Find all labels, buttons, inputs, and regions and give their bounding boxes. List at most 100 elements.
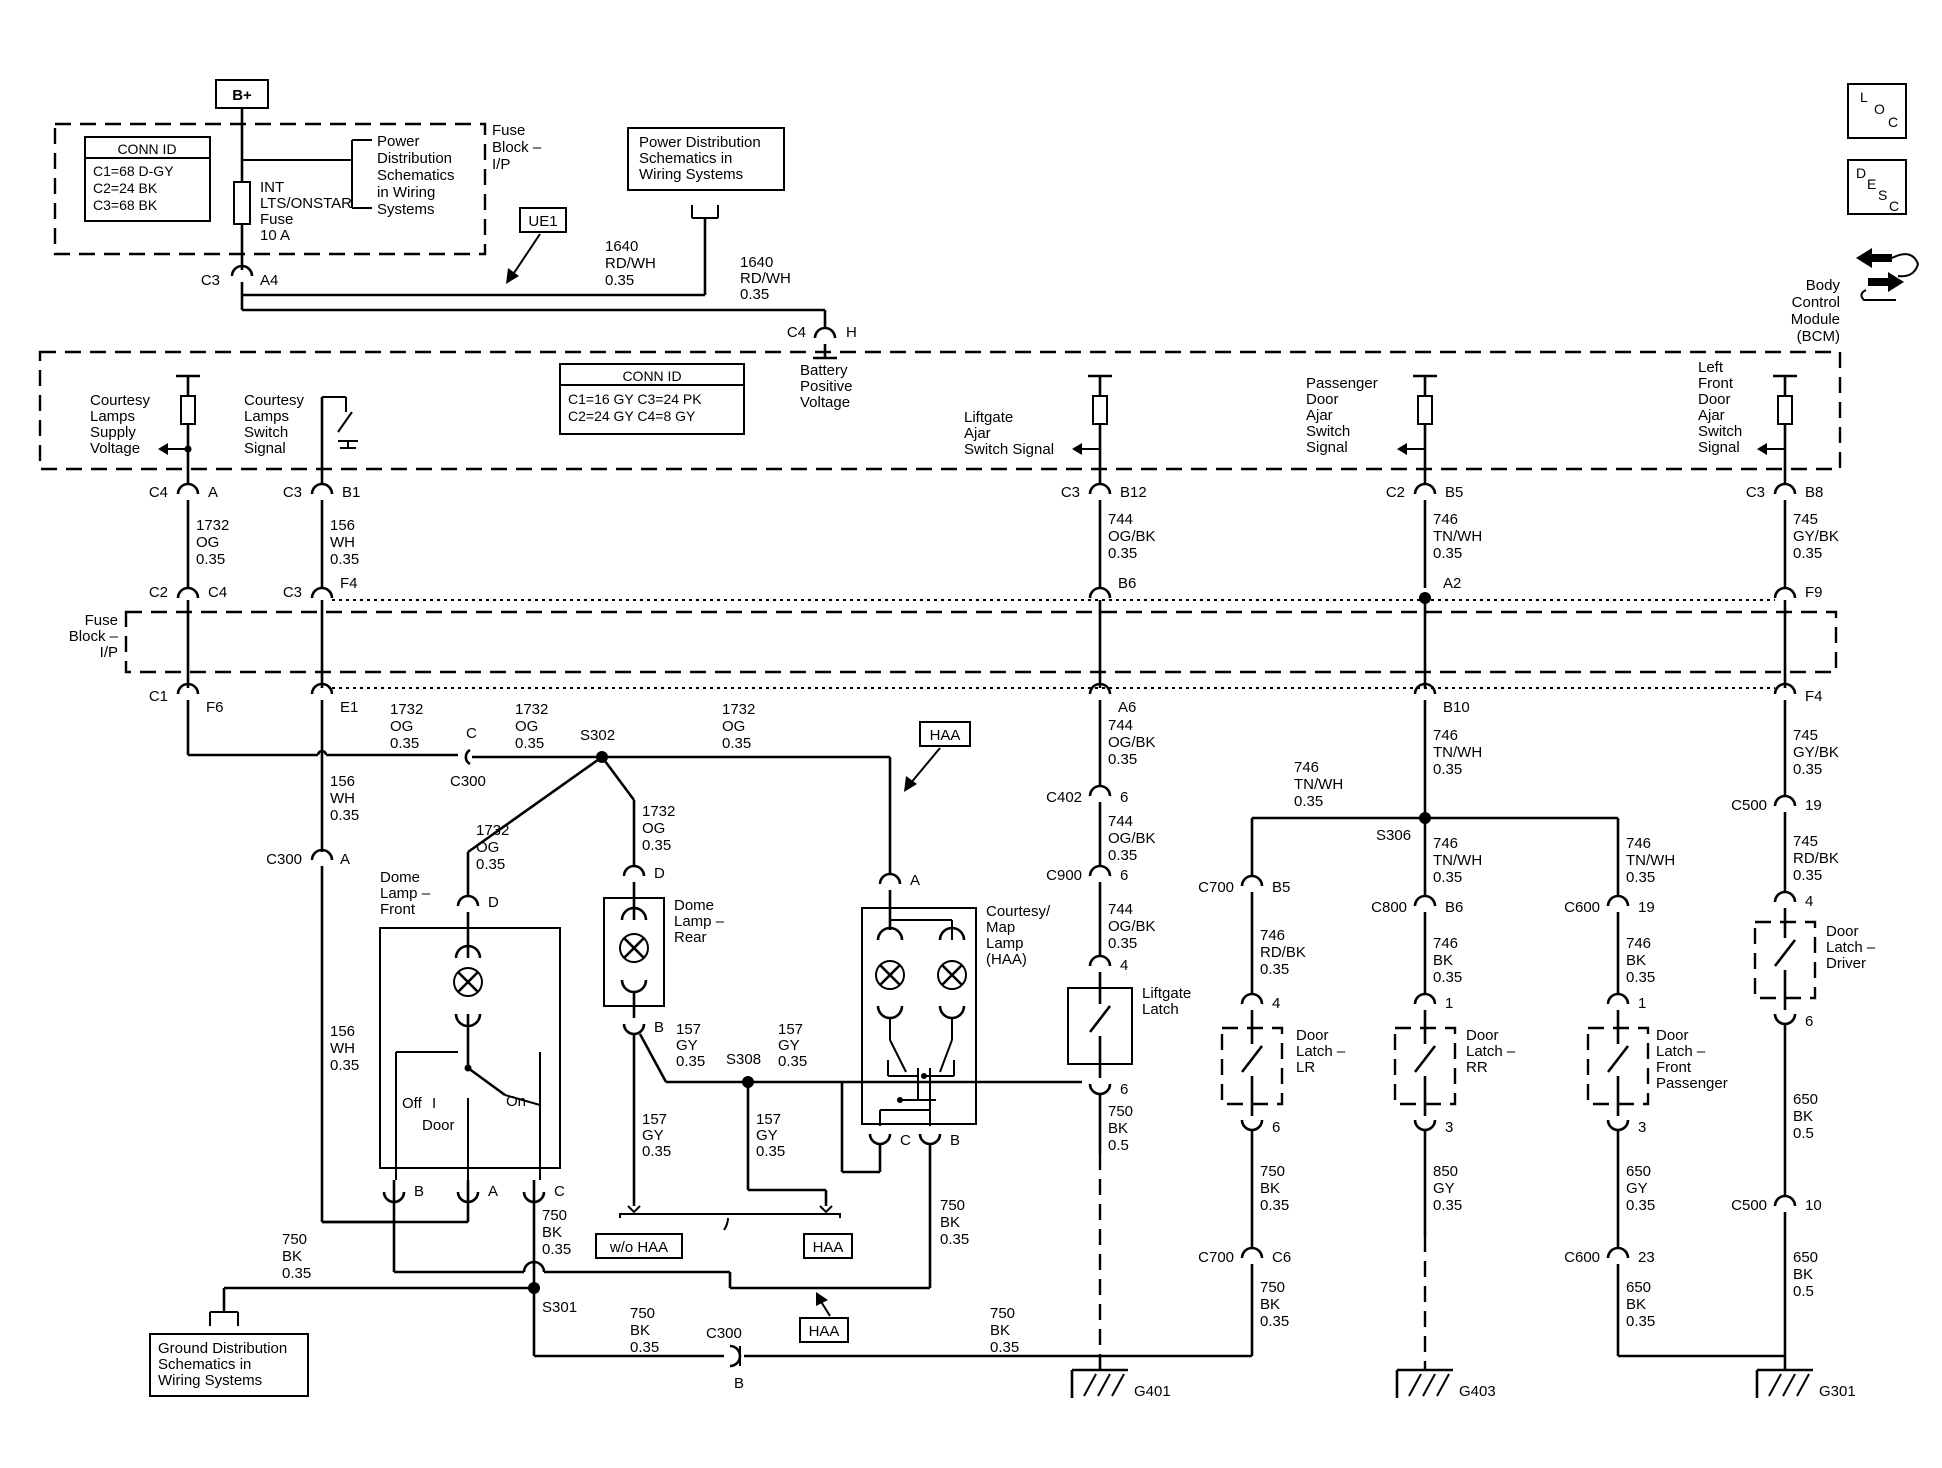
- svg-text:Liftgate: Liftgate: [1142, 985, 1191, 1002]
- wire-744-label-a: 744 OG/BK 0.35: [1108, 511, 1156, 562]
- svg-text:Ajar: Ajar: [1698, 407, 1725, 424]
- svg-text:0.35: 0.35: [1260, 1313, 1289, 1330]
- wire-850-label: 850 GY 0.35: [1433, 1163, 1462, 1214]
- connector-view-icon[interactable]: [1856, 248, 1920, 301]
- svg-text:G403: G403: [1459, 1383, 1496, 1400]
- svg-text:WH: WH: [330, 1040, 355, 1057]
- svg-text:0.35: 0.35: [1108, 935, 1137, 952]
- svg-text:746: 746: [1260, 927, 1285, 944]
- svg-text:Systems: Systems: [377, 201, 435, 218]
- svg-text:Fuse: Fuse: [260, 211, 293, 228]
- svg-text:750: 750: [542, 1207, 567, 1224]
- svg-text:0.5: 0.5: [1793, 1283, 1814, 1300]
- svg-text:I: I: [432, 1095, 436, 1112]
- svg-text:A: A: [910, 872, 920, 889]
- bcm-outline: [38, 350, 1842, 471]
- svg-text:Passenger: Passenger: [1306, 375, 1378, 392]
- svg-text:1732: 1732: [476, 822, 509, 839]
- wire-750-label-f: 750 BK 0.35: [1260, 1279, 1289, 1330]
- s308-splice-label: S308: [726, 1051, 761, 1068]
- passenger-door-ajar-label: Passenger Door Ajar Switch Signal: [1306, 375, 1378, 456]
- svg-text:750: 750: [1108, 1103, 1133, 1120]
- svg-text:C6: C6: [1272, 1249, 1291, 1266]
- svg-text:Dome: Dome: [380, 869, 420, 886]
- courtesy-lamps-switch-label: Courtesy Lamps Switch Signal: [244, 392, 305, 457]
- svg-text:0.35: 0.35: [722, 735, 751, 752]
- svg-text:19: 19: [1638, 899, 1655, 916]
- wire-650-label-c: 650 BK 0.35: [1626, 1279, 1655, 1330]
- g403-label: G403: [1459, 1383, 1496, 1400]
- svg-text:Switch: Switch: [1306, 423, 1350, 440]
- power-distribution-ref: Power Distribution Schematics in Wiring …: [377, 133, 455, 218]
- svg-text:Body: Body: [1806, 277, 1841, 294]
- svg-text:Door: Door: [422, 1117, 455, 1134]
- wire-1640-label-a: 1640 RD/WH 0.35: [605, 238, 656, 289]
- wire-1732-label-e: 1732 OG 0.35: [476, 822, 509, 873]
- svg-text:744: 744: [1108, 813, 1133, 830]
- dome-rear-d-connector: D: [622, 864, 665, 882]
- svg-text:1732: 1732: [196, 517, 229, 534]
- svg-text:BK: BK: [1260, 1296, 1280, 1313]
- svg-text:GY: GY: [676, 1037, 698, 1054]
- g301-label: G301: [1819, 1383, 1856, 1400]
- svg-text:Liftgate: Liftgate: [964, 409, 1013, 426]
- svg-text:157: 157: [676, 1021, 701, 1038]
- svg-text:750: 750: [282, 1231, 307, 1248]
- liftgate-ajar-symbol: [1072, 374, 1112, 484]
- svg-text:Supply: Supply: [90, 424, 136, 441]
- svg-text:650: 650: [1793, 1249, 1818, 1266]
- svg-text:Switch: Switch: [1698, 423, 1742, 440]
- svg-text:LTS/ONSTAR: LTS/ONSTAR: [260, 195, 352, 212]
- svg-text:1640: 1640: [740, 254, 773, 271]
- svg-text:C300: C300: [266, 851, 302, 868]
- svg-text:0.35: 0.35: [1793, 545, 1822, 562]
- svg-text:RD/BK: RD/BK: [1260, 944, 1306, 961]
- door-latch-lr-top-pin: 4: [1240, 992, 1280, 1012]
- courtesy-switch-symbol: [320, 396, 358, 484]
- svg-text:C3: C3: [283, 484, 302, 501]
- svg-text:Module: Module: [1791, 311, 1840, 328]
- svg-text:BK: BK: [940, 1214, 960, 1231]
- svg-text:746: 746: [1626, 935, 1651, 952]
- svg-text:6: 6: [1120, 1081, 1128, 1098]
- svg-text:I/P: I/P: [492, 156, 510, 173]
- svg-text:B: B: [734, 1375, 744, 1392]
- svg-text:S301: S301: [542, 1299, 577, 1316]
- power-distribution-box: Power Distribution Schematics in Wiring …: [627, 127, 785, 191]
- wire-156-label-a: 156 WH 0.35: [330, 517, 359, 568]
- desc-icon[interactable]: D E S C: [1847, 159, 1907, 215]
- wire-750-label-c: 750 BK 0.35: [282, 1231, 311, 1282]
- lf-door-ajar-symbol: [1757, 374, 1797, 484]
- svg-text:w/o HAA: w/o HAA: [609, 1239, 668, 1256]
- svg-text:Fuse: Fuse: [85, 612, 118, 629]
- svg-text:6: 6: [1805, 1013, 1813, 1030]
- svg-text:GY: GY: [642, 1127, 664, 1144]
- svg-text:Switch Signal: Switch Signal: [964, 441, 1054, 458]
- top-c3-a4-connector: C3 A4: [201, 264, 278, 289]
- svg-text:Schematics: Schematics: [377, 167, 455, 184]
- loc-icon[interactable]: L O C: [1847, 83, 1907, 139]
- svg-text:1640: 1640: [605, 238, 638, 255]
- svg-text:0.35: 0.35: [1260, 961, 1289, 978]
- c402-connector: C402 6: [1046, 784, 1128, 806]
- fuse-block-mid-outline: [124, 610, 1838, 674]
- svg-text:C4: C4: [787, 324, 806, 341]
- svg-text:0.35: 0.35: [940, 1231, 969, 1248]
- liftgate-latch-label: Liftgate Latch: [1142, 985, 1191, 1018]
- svg-text:Lamp –: Lamp –: [674, 913, 725, 930]
- svg-text:C2: C2: [149, 584, 168, 601]
- svg-text:BK: BK: [282, 1248, 302, 1265]
- g401-label: G401: [1134, 1383, 1171, 1400]
- wire-157-label-b: 157 GY 0.35: [778, 1021, 807, 1070]
- svg-text:C3=68 BK: C3=68 BK: [93, 197, 158, 213]
- c600b-connector: C600 23: [1564, 1246, 1655, 1266]
- wire-750-label-d: 750 BK 0.35: [630, 1305, 659, 1356]
- svg-text:A4: A4: [260, 272, 278, 289]
- svg-text:1: 1: [1445, 995, 1453, 1012]
- wire-1732-label-f: 1732 OG 0.35: [642, 803, 675, 854]
- svg-text:TN/WH: TN/WH: [1294, 776, 1343, 793]
- svg-text:Lamp: Lamp: [986, 935, 1024, 952]
- svg-text:C402: C402: [1046, 789, 1082, 806]
- svg-text:0.35: 0.35: [515, 735, 544, 752]
- svg-text:C300: C300: [450, 773, 486, 790]
